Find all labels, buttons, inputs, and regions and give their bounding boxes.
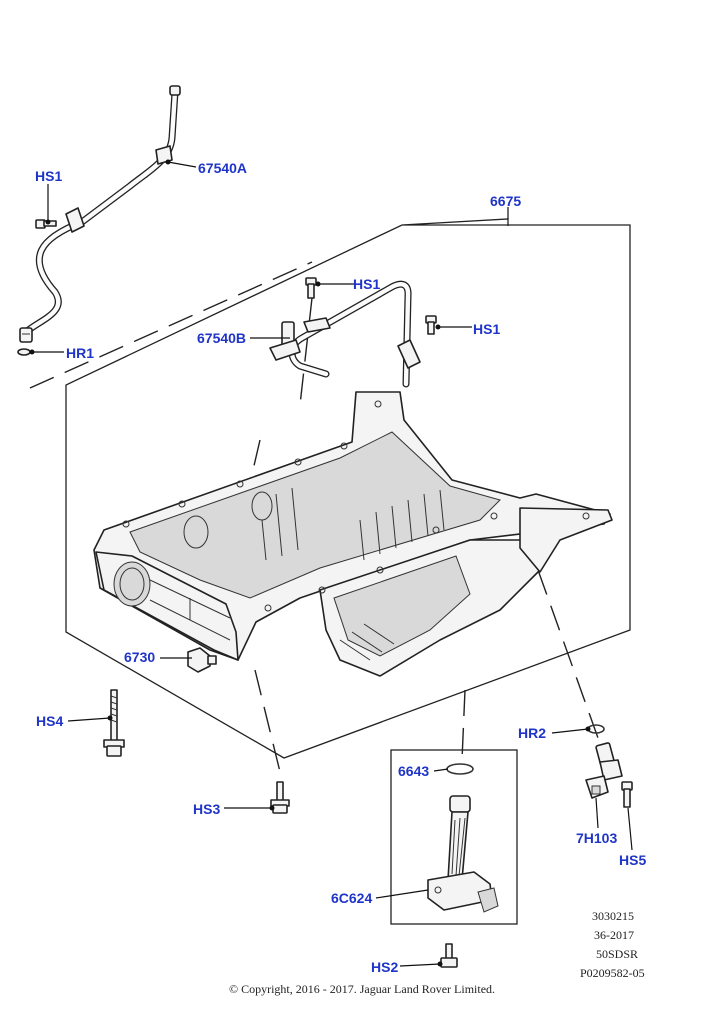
callout-7h103[interactable]: 7H103 xyxy=(576,830,618,846)
hs1-bolt-right xyxy=(425,315,437,335)
oil-dipstick-tube-upper xyxy=(19,85,181,343)
oil-temperature-sensor xyxy=(585,742,623,799)
hr1-seal xyxy=(17,348,31,356)
hs5-bolt xyxy=(621,781,633,808)
oil-level-sensor-kit-frame xyxy=(390,749,518,925)
hs3-bolt xyxy=(270,781,290,814)
callout-6643[interactable]: 6643 xyxy=(398,763,430,779)
reference-line-4: P0209582-05 xyxy=(580,966,645,980)
callout-hs1-middle[interactable]: HS1 xyxy=(353,276,381,292)
callout-hs3[interactable]: HS3 xyxy=(193,801,221,817)
hs1-bolt-middle xyxy=(305,277,317,299)
callout-hs2[interactable]: HS2 xyxy=(371,959,399,975)
hs4-bolt xyxy=(103,689,125,757)
callout-67540b[interactable]: 67540B xyxy=(197,330,247,346)
callout-hs4[interactable]: HS4 xyxy=(36,713,64,729)
copyright-notice: © Copyright, 2016 - 2017. Jaguar Land Ro… xyxy=(228,982,496,996)
callout-hr2[interactable]: HR2 xyxy=(518,725,547,741)
callout-hs5[interactable]: HS5 xyxy=(619,852,647,868)
callout-leader-lines xyxy=(32,161,633,967)
oil-pan-kit-frame xyxy=(65,218,631,759)
callout-67540a[interactable]: 67540A xyxy=(198,160,248,176)
oil-dipstick-tube-lower xyxy=(269,280,421,388)
drain-plug xyxy=(187,647,217,673)
callout-hs1-right[interactable]: HS1 xyxy=(473,321,501,337)
callout-hs1-top-left[interactable]: HS1 xyxy=(35,168,63,184)
reference-line-2: 36-2017 xyxy=(594,928,634,942)
oil-level-sensor xyxy=(427,763,499,913)
reference-line-3: 50SDSR xyxy=(596,947,639,961)
leader-end-dots xyxy=(29,159,591,967)
callout-hr1[interactable]: HR1 xyxy=(66,345,95,361)
oil-pan-body xyxy=(93,391,613,677)
callout-6c624[interactable]: 6C624 xyxy=(331,890,373,906)
hs2-bolt xyxy=(440,943,458,968)
reference-line-1: 3030215 xyxy=(592,909,634,923)
callout-6675[interactable]: 6675 xyxy=(490,193,522,209)
callout-6730[interactable]: 6730 xyxy=(124,649,156,665)
